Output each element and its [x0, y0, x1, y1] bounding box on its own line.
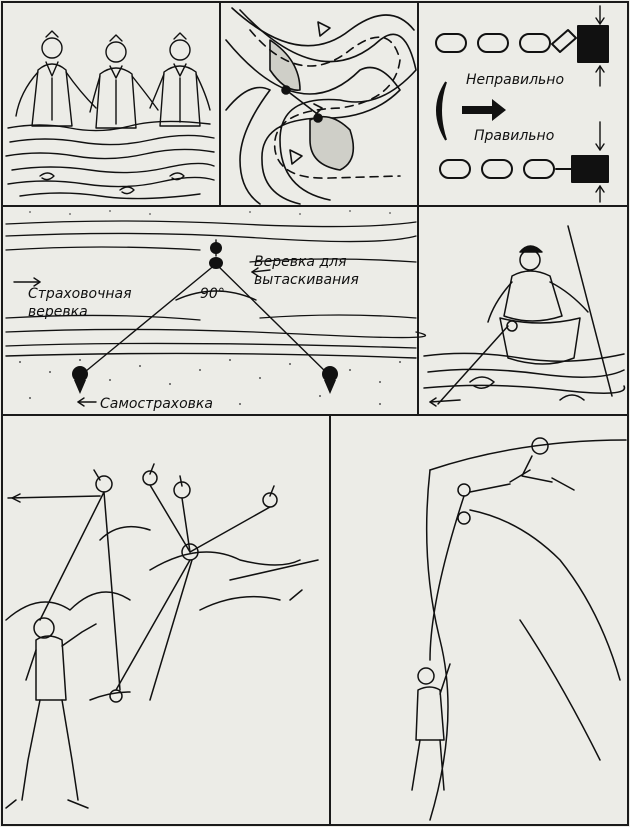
triangle-marker-bottom: [289, 149, 303, 165]
sandbar-left: [269, 39, 301, 91]
rock-outlines: [5, 525, 301, 621]
point-marker-left: [281, 85, 291, 95]
panel-knots: Неправильно Правильно: [435, 5, 609, 203]
current-lines: [423, 352, 626, 401]
triangle-marker-top: [317, 21, 331, 37]
cliff-edge: [429, 439, 627, 471]
panel-wader-pole: [423, 225, 626, 407]
rope-to-shore: [437, 325, 509, 405]
hat: [519, 245, 543, 253]
label-safety-rope-2: веревка: [28, 304, 88, 320]
panel-wading-group: [5, 30, 215, 200]
crossing-ropes: [79, 239, 331, 377]
river-bank-upper: [239, 9, 417, 201]
person-self-belay: [72, 366, 88, 394]
person-in-river: [209, 242, 223, 269]
gap-markers-bottom: [595, 121, 605, 203]
cliff-face: [425, 469, 449, 821]
sandbar: [309, 115, 355, 171]
river-bank-outer: [231, 7, 415, 47]
sand-bank-top: [29, 210, 391, 215]
anchors-cliff: [457, 483, 471, 525]
chain-wrong: [435, 25, 609, 63]
label-self-belay: Самостраховка: [100, 396, 213, 412]
sand-bank-bottom: [19, 359, 401, 405]
anchors: [93, 463, 278, 561]
wader-figure-middle: [89, 34, 159, 129]
label-pull-rope-2: вытаскивания: [254, 272, 359, 288]
label-pull-rope-1: Веревка для: [254, 254, 347, 270]
point-marker-right: [313, 113, 323, 123]
river-bank-lower: [225, 86, 271, 205]
crescent-marker: [436, 81, 447, 141]
climber-top: [469, 437, 575, 493]
river-current-lines: [5, 220, 427, 349]
label-safety-rope-1: Страховочная: [28, 286, 132, 302]
climber-left: [5, 617, 131, 809]
gap-markers-top: [595, 5, 605, 87]
route-dashed: [249, 29, 401, 179]
label-angle: 90°: [200, 286, 225, 302]
climber-bottom: [411, 663, 451, 791]
label-right: Правильно: [474, 128, 554, 144]
panel-cliff: [411, 437, 627, 821]
water-lines: [5, 120, 215, 200]
belay-rope: [429, 495, 465, 661]
wading-pole: [567, 225, 613, 397]
label-wrong: Неправильно: [466, 72, 564, 88]
flow-arrow: [462, 99, 506, 121]
river-bank-inner: [225, 39, 401, 205]
panel-rope-system: [5, 463, 319, 809]
chain-right: [439, 155, 609, 183]
wader-figure-right: [149, 32, 211, 127]
wader-figure-left: [15, 30, 97, 127]
panel-river-bend: [225, 7, 417, 205]
person-pulling: [322, 366, 338, 394]
panel-crossing: 90° Страховочная веревка Веревка для выт…: [5, 210, 427, 412]
ropes: [7, 484, 319, 701]
